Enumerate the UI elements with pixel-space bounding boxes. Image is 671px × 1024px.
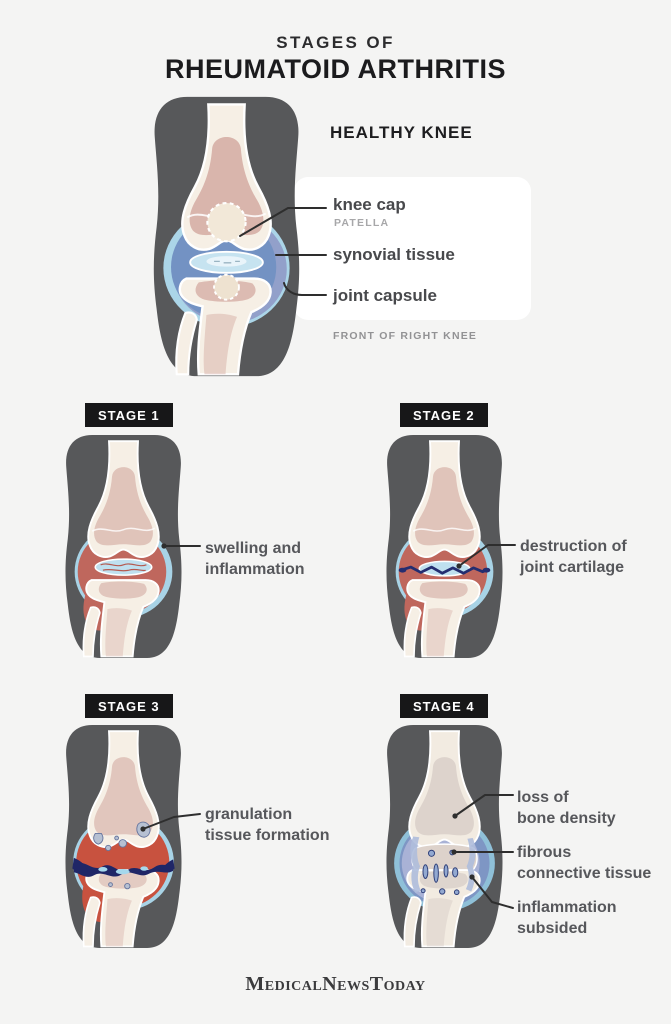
stage-4-knee-illustration <box>386 725 503 948</box>
stage-4-callout-inflammation: inflammation subsided <box>517 899 617 937</box>
view-caption: FRONT OF RIGHT KNEE <box>333 330 478 342</box>
callout-synovial-tissue: synovial tissue <box>333 245 455 264</box>
stage-2-callout-label: destruction of joint cartilage <box>520 538 627 576</box>
cartilage-marks <box>214 260 240 264</box>
stage-4-callout-bone-density: loss of bone density <box>517 789 616 827</box>
page-title: RHEUMATOID ARTHRITIS <box>165 54 506 84</box>
stage-2-knee-illustration <box>386 435 503 658</box>
callout-joint-capsule: joint capsule <box>333 286 437 305</box>
tibia-cartilage <box>213 273 240 301</box>
femur-shading <box>415 467 474 546</box>
stage-3-knee-illustration <box>65 725 182 948</box>
fibula-bone <box>82 606 101 658</box>
inflamed-streaks <box>100 563 147 572</box>
synovial-fluid-spots <box>98 866 148 875</box>
tibia-shaft-shading <box>203 313 238 375</box>
pannus-wing-right <box>160 859 175 873</box>
stage-1-callout-label: swelling and inflammation <box>205 540 305 578</box>
label-card <box>294 177 531 320</box>
erosion-end-left <box>398 567 407 573</box>
tibia-shaft-shading <box>426 608 453 657</box>
medical-news-today-logo: MedicalNewsToday <box>245 973 426 995</box>
fibula-bone <box>82 896 101 948</box>
stage-4-badge: STAGE 4 <box>400 694 488 718</box>
stage-3-badge: STAGE 3 <box>85 694 173 718</box>
patella <box>206 201 247 243</box>
stage-1-badge: STAGE 1 <box>85 403 173 427</box>
fibula-bone <box>175 311 198 376</box>
healthy-knee-heading: HEALTHY KNEE <box>330 123 473 142</box>
stage-1-knee-illustration <box>65 435 182 658</box>
stage-3-callout-label: granulation tissue formation <box>205 806 330 844</box>
callout-knee-cap: knee cap <box>333 195 406 214</box>
fibula-bone <box>403 896 422 948</box>
femur-shading <box>94 757 153 836</box>
pannus-band <box>73 862 174 877</box>
healthy-knee-illustration <box>153 96 300 377</box>
tibia-shaft-shading <box>105 898 132 947</box>
cartilage-erosion-band <box>399 565 490 575</box>
stage-4-callout-fibrous-tissue: fibrous connective tissue <box>517 844 652 882</box>
callout-knee-cap-sub: PATELLA <box>334 217 390 229</box>
fibula-bone <box>403 606 422 658</box>
tibia-shading <box>419 581 468 599</box>
title-kicker: STAGES OF <box>276 33 395 52</box>
pannus-wing-left <box>72 857 88 873</box>
cartilage-lens <box>94 558 153 576</box>
tibia-shaft-shading <box>105 608 132 657</box>
cartilage-core <box>206 256 247 267</box>
density-loss-fringe-left <box>410 836 421 893</box>
condyle-line <box>412 527 477 532</box>
fibrous-tissue-slits <box>420 849 460 896</box>
tibia-shading <box>98 581 147 599</box>
condyle-line <box>91 527 156 532</box>
erosion-end-right <box>482 567 491 573</box>
stage-2-badge: STAGE 2 <box>400 403 488 427</box>
femur-shading <box>94 467 153 546</box>
tibia-shaft-shading <box>426 898 453 947</box>
